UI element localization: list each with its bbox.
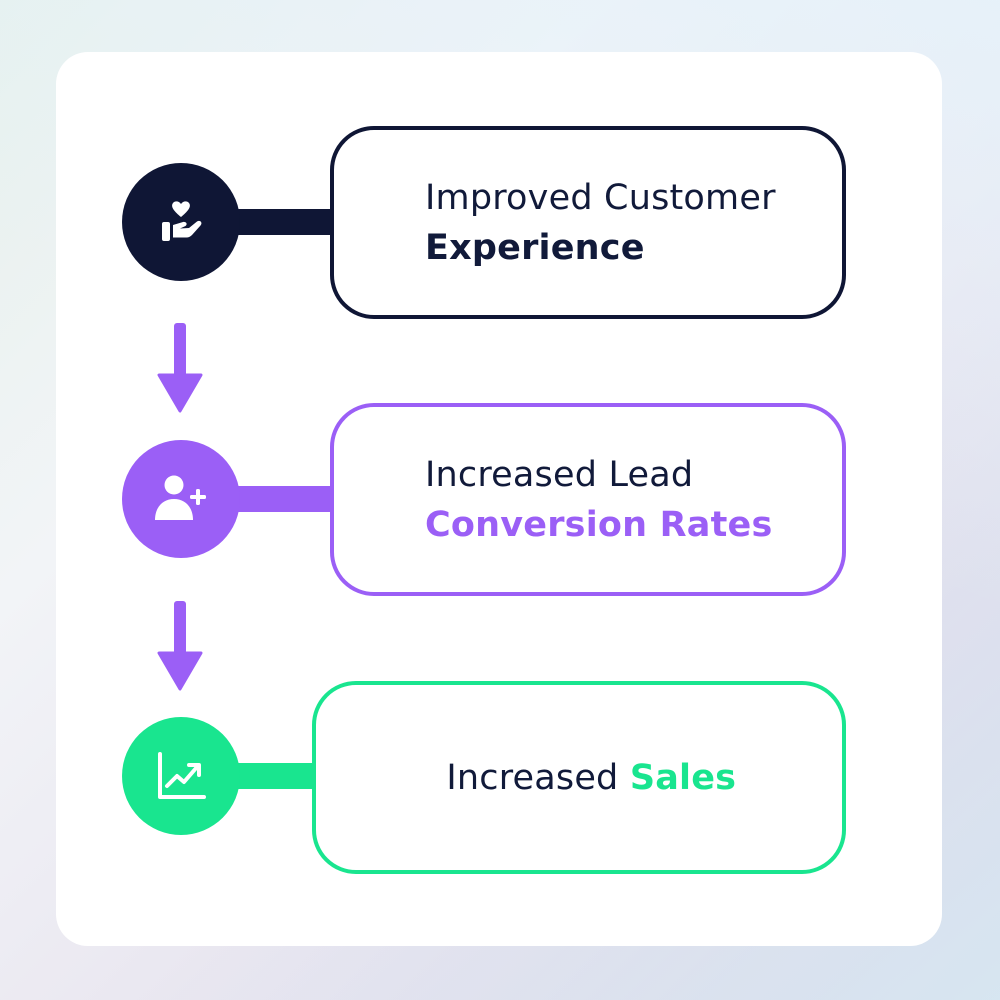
down-arrow-icon	[157, 601, 203, 691]
step-1-bold-text: Experience	[425, 227, 645, 268]
down-arrow-icon	[157, 323, 203, 413]
step-3-bold-text: Sales	[629, 757, 737, 798]
user-plus-icon	[155, 475, 206, 520]
step-1-regular-text: Improved Customer	[425, 177, 776, 218]
step-2-bold-text: Conversion Rates	[425, 504, 773, 545]
step-2-regular-text: Increased Lead	[425, 454, 694, 495]
trend-chart-icon	[158, 752, 206, 799]
step-3-circle	[122, 717, 240, 835]
step-1-box: Improved Customer Experience	[330, 126, 846, 319]
step-2-box: Increased Lead Conversion Rates	[330, 403, 846, 596]
step-2-circle	[122, 440, 240, 558]
step-3-regular-text: Increased	[446, 757, 630, 798]
step-3-box: Increased Sales	[312, 681, 846, 874]
step-1-circle	[122, 163, 240, 281]
step-3-text: Increased Sales	[426, 734, 842, 822]
hand-heart-icon	[162, 201, 202, 241]
